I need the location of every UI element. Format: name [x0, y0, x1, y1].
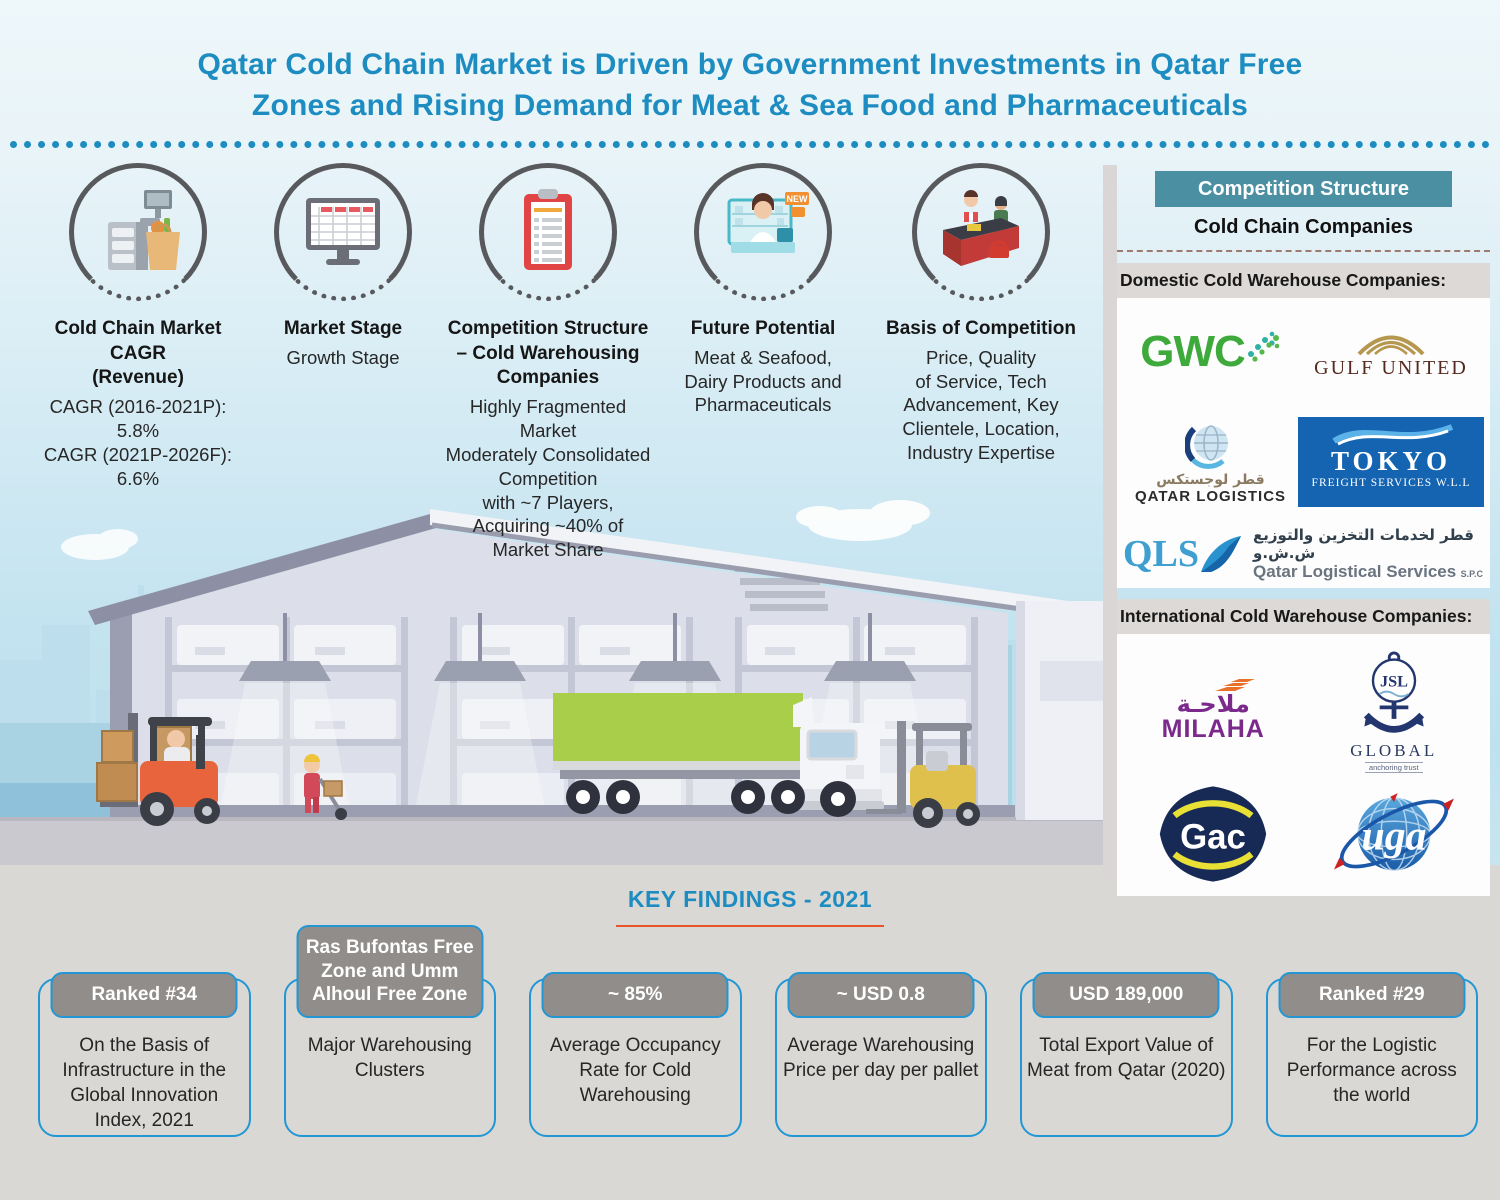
highlight-future-potential: NEW Future Potential Meat & Seafood, Dai…: [664, 163, 862, 562]
checkout-counter-icon: [912, 163, 1050, 301]
finding-body: For the Logistic Performance across the …: [1286, 1035, 1457, 1107]
finding-body: Average Occupancy Rate for Cold Warehous…: [549, 1035, 721, 1107]
highlight-heading: Cold Chain Market CAGR (Revenue): [54, 318, 222, 389]
monitor-spreadsheet-icon: [274, 163, 412, 301]
finding-card: Ranked #34 On the Basis of Infrastructur…: [38, 941, 251, 1137]
milaha-wing-icon: [1215, 678, 1256, 691]
jsl-global-logo: JSL GLOBAL anchoring trust: [1350, 644, 1437, 776]
highlight-heading: Competition Structure – Cold Warehousing…: [447, 318, 649, 389]
competition-structure-panel: Competition Structure Cold Chain Compani…: [1103, 165, 1490, 896]
finding-body: On the Basis of Infrastructure in the Gl…: [62, 1035, 227, 1132]
jsl-anchor-icon: JSL: [1363, 650, 1424, 733]
warehouse-illustration: [0, 500, 1103, 865]
gwc-arrow-icon: [1247, 331, 1280, 362]
truck: [553, 693, 884, 817]
panel-subheader: Cold Chain Companies: [1194, 216, 1413, 238]
highlight-body: Price, Quality of Service, Tech Advancem…: [902, 346, 1060, 464]
tokyo-wave-icon: [1332, 424, 1454, 446]
uga-globe-icon: uga: [1333, 793, 1454, 871]
finding-card: ~ 85% Average Occupancy Rate for Cold Wa…: [529, 941, 742, 1137]
qls-logo: QLS قطر لخدمات التخزين والتوزيع ش.ش.و Qa…: [1123, 526, 1484, 581]
finding-body: Average Warehousing Price per day per pa…: [783, 1035, 979, 1082]
finding-body: Major Warehousing Clusters: [307, 1035, 472, 1082]
uga-logo: uga: [1328, 782, 1460, 886]
dashed-divider: [1117, 250, 1490, 252]
finding-card: Ras Bufontas Free Zone and Umm Alhoul Fr…: [283, 924, 496, 1137]
clipboard-icon: [479, 163, 617, 301]
key-findings-row: Ranked #34 On the Basis of Infrastructur…: [38, 924, 1478, 1137]
highlight-heading: Future Potential: [690, 318, 836, 339]
gulf-united-arcs-icon: [1357, 335, 1425, 355]
key-findings-title: KEY FINDINGS - 2021: [627, 886, 873, 912]
domestic-companies-label: Domestic Cold Warehouse Companies:: [1117, 263, 1490, 298]
finding-body: Total Export Value of Meat from Qatar (2…: [1026, 1035, 1226, 1082]
finding-card: USD 189,000 Total Export Value of Meat f…: [1020, 941, 1233, 1137]
dotted-divider: [10, 141, 1490, 148]
highlight-competition-structure: Competition Structure – Cold Warehousing…: [432, 163, 664, 562]
page-title: Qatar Cold Chain Market is Driven by Gov…: [197, 48, 1303, 123]
gac-emblem-icon: Gac: [1160, 786, 1267, 882]
qatar-logistics-globe-icon: [1185, 424, 1229, 469]
qatar-logistics-logo: قطر لوجستكس QATAR LOGISTICS: [1135, 410, 1286, 514]
highlight-body: CAGR (2016-2021P): 5.8% CAGR (2021P-2026…: [43, 396, 233, 489]
cloud: [796, 500, 930, 541]
yellow-forklift: [866, 721, 980, 828]
domestic-logos: GWC: [1117, 298, 1490, 588]
key-findings-underline: [616, 925, 884, 927]
highlights-row: Cold Chain Market CAGR (Revenue) CAGR (2…: [22, 163, 1100, 562]
key-findings-section: KEY FINDINGS - 2021 Ranked #34 On the Ba…: [0, 865, 1500, 1200]
uga-text: uga: [1361, 813, 1426, 859]
gulf-united-logo: GULF UNITED: [1314, 304, 1468, 400]
highlight-heading: Basis of Competition: [885, 318, 1076, 339]
highlight-basis-of-competition: Basis of Competition Price, Quality of S…: [862, 163, 1100, 562]
international-logos: ملاحـة MILAHA JSL: [1117, 634, 1490, 896]
highlight-market-stage: Market Stage Growth Stage: [254, 163, 432, 562]
cloud: [61, 529, 138, 560]
new-badge: NEW: [787, 194, 809, 204]
pharmacy-counter-icon: NEW: [694, 163, 832, 301]
panel-header: Competition Structure: [1155, 171, 1452, 207]
finding-header: Ranked #29: [1278, 972, 1466, 1018]
highlight-heading: Market Stage: [283, 318, 403, 339]
jsl-text: JSL: [1380, 672, 1408, 690]
milaha-logo: ملاحـة MILAHA: [1162, 656, 1265, 764]
gwc-logo: GWC: [1140, 304, 1281, 400]
highlight-body: Growth Stage: [286, 346, 400, 368]
gac-logo: Gac: [1158, 782, 1268, 886]
qls-sail-icon: [1201, 536, 1242, 572]
finding-card: ~ USD 0.8 Average Warehousing Price per …: [774, 941, 987, 1137]
finding-card: Ranked #29 For the Logistic Performance …: [1265, 941, 1478, 1137]
finding-header: Ranked #34: [50, 972, 238, 1018]
panel-left-strip: [1103, 165, 1117, 881]
finding-header: ~ 85%: [541, 972, 729, 1018]
warehouse-worker: [304, 754, 347, 820]
highlight-body: Highly Fragmented Market Moderately Cons…: [445, 396, 651, 561]
gac-text: Gac: [1180, 818, 1246, 857]
orange-forklift: [96, 713, 220, 826]
finding-header: Ras Bufontas Free Zone and Umm Alhoul Fr…: [296, 924, 484, 1018]
international-companies-label: International Cold Warehouse Companies:: [1117, 599, 1490, 634]
highlight-cagr: Cold Chain Market CAGR (Revenue) CAGR (2…: [22, 163, 254, 562]
finding-header: USD 189,000: [1032, 972, 1220, 1018]
tokyo-freight-logo: TOKYO FREIGHT SERVICES W.L.L: [1298, 410, 1484, 514]
finding-header: ~ USD 0.8: [787, 972, 975, 1018]
cash-register-icon: [69, 163, 207, 301]
highlight-body: Meat & Seafood, Dairy Products and Pharm…: [684, 346, 842, 416]
